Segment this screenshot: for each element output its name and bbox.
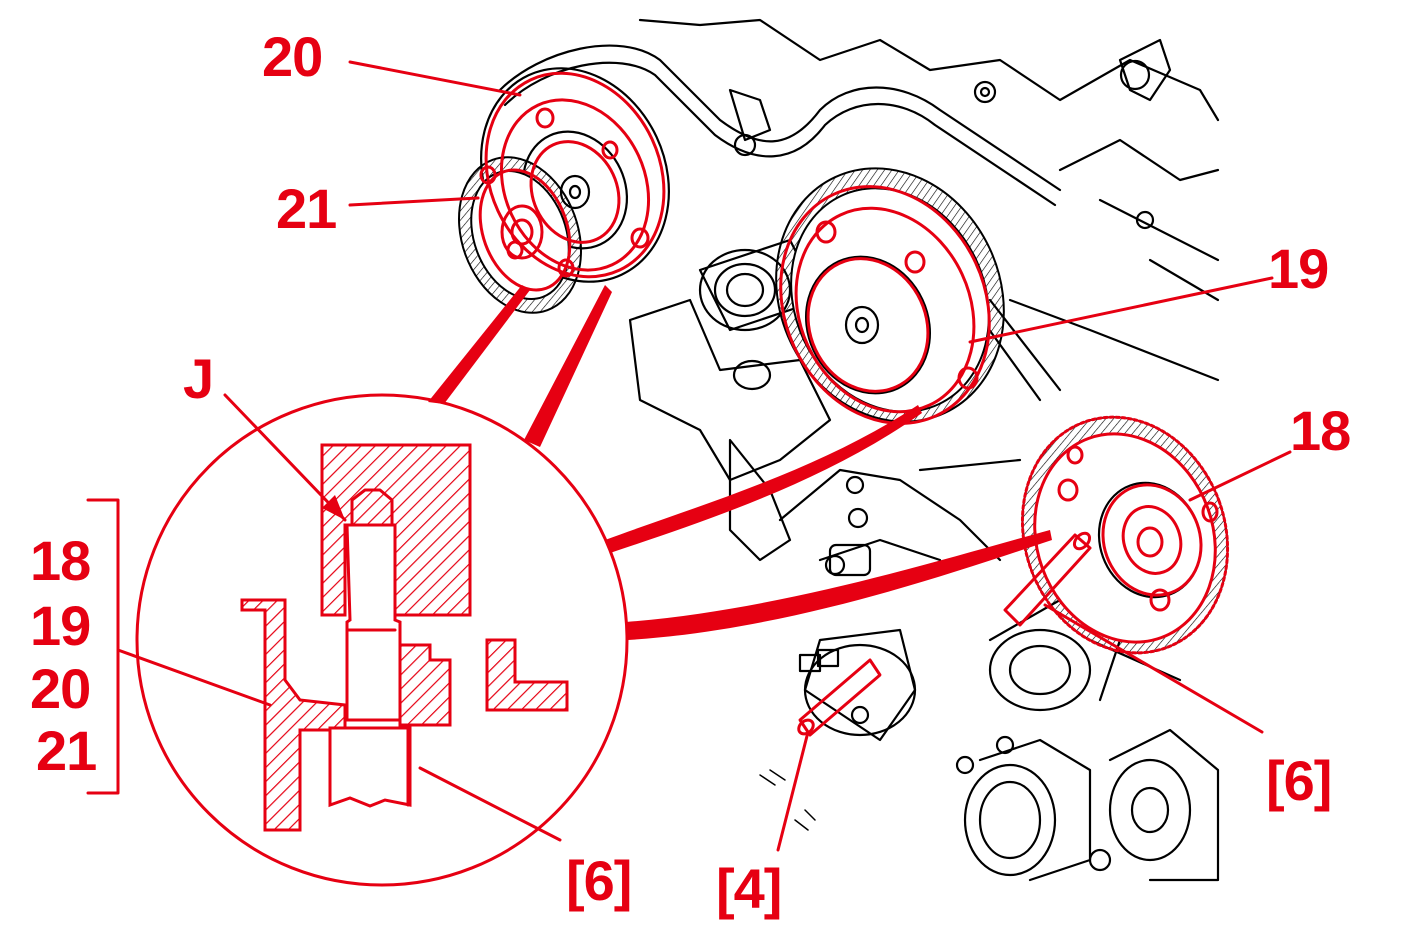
- label-21: 21: [276, 177, 336, 240]
- label-tool-6-detail: [6]: [566, 849, 631, 912]
- pin-tool-6-right: [1003, 531, 1092, 627]
- labels: 20 21 19 18 J [6] [6] [4] 18 19 20 21: [30, 25, 1351, 920]
- camshaft-sprocket-center: [775, 167, 1005, 425]
- label-tool-4: [4]: [716, 857, 781, 920]
- camshaft-sprocket-upper: [458, 67, 670, 314]
- detail-view: [135, 393, 629, 887]
- label-19: 19: [1268, 237, 1328, 300]
- list-item-21: 21: [36, 719, 96, 782]
- label-18: 18: [1290, 399, 1350, 462]
- engine-linework: [498, 18, 1220, 882]
- crankshaft-sprocket-right: [1020, 415, 1230, 655]
- callout-leaders: [86, 60, 1292, 852]
- pin-tool-4: [797, 658, 882, 737]
- label-j: J: [183, 347, 213, 410]
- list-item-18: 18: [30, 529, 90, 592]
- list-item-19: 19: [30, 594, 90, 657]
- label-20: 20: [262, 25, 322, 88]
- list-item-20: 20: [30, 657, 90, 720]
- label-tool-6-right: [6]: [1266, 749, 1331, 812]
